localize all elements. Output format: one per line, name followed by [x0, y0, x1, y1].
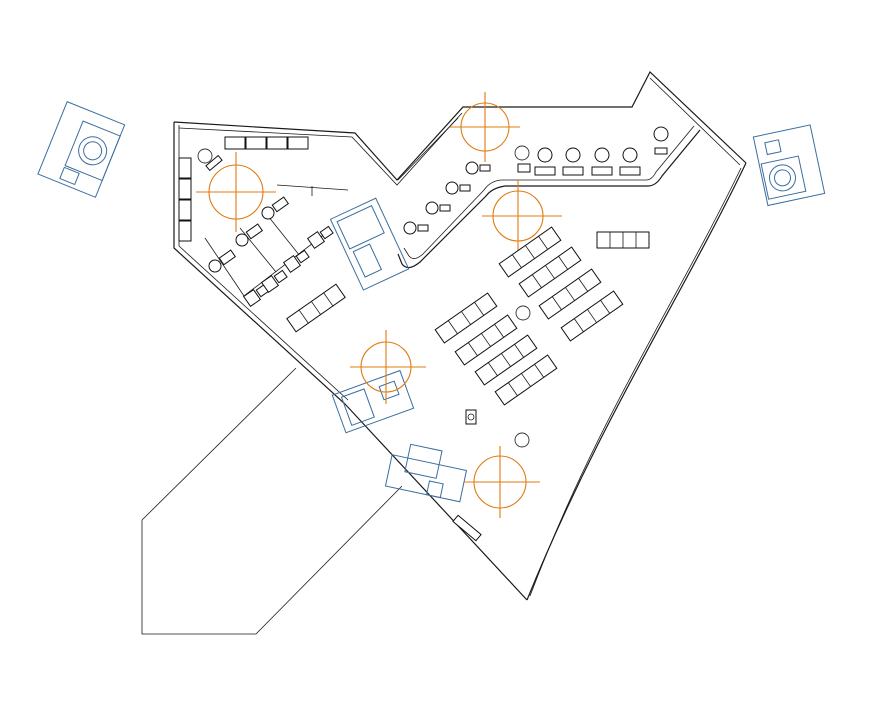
light-fixture-4	[350, 330, 426, 404]
bench	[452, 514, 482, 542]
seating-row	[454, 314, 518, 366]
workstation	[235, 223, 264, 247]
equipment-lower-1	[331, 369, 415, 434]
seating-rows	[286, 226, 650, 406]
workstation	[445, 181, 471, 195]
equipment-lower-2	[384, 443, 468, 503]
storage-units-left	[178, 157, 192, 242]
desk	[205, 154, 223, 172]
column	[514, 432, 530, 448]
seating-row	[286, 283, 346, 333]
workstations	[205, 126, 669, 308]
workstation	[242, 283, 270, 308]
seating-row	[474, 334, 538, 386]
light-fixture-2	[450, 92, 520, 162]
equipment-center	[329, 197, 410, 291]
equipment-right	[752, 124, 826, 207]
seating-row	[538, 268, 602, 320]
site-outline	[141, 367, 403, 635]
storage-units-top	[224, 136, 309, 150]
workstation	[591, 147, 613, 176]
floor-outlet	[465, 409, 477, 425]
workstation	[261, 196, 290, 220]
light-fixture-3	[482, 180, 562, 252]
workstation	[282, 249, 310, 274]
seating-row	[494, 354, 558, 406]
seating-row	[434, 292, 498, 344]
columns	[197, 145, 531, 448]
misc-fixtures	[452, 163, 531, 542]
light-fixtures	[196, 92, 562, 518]
seating-row	[560, 290, 624, 342]
workstation	[534, 147, 556, 176]
workstation	[403, 221, 429, 235]
column	[514, 145, 530, 161]
seating-row	[518, 246, 582, 298]
workstation	[260, 269, 288, 294]
workstation	[306, 225, 334, 250]
workstation	[208, 249, 237, 273]
workstation	[619, 147, 641, 176]
workstation	[562, 147, 584, 176]
light-fixture-5	[464, 446, 540, 518]
seating-row	[498, 226, 562, 278]
seating-row	[596, 231, 650, 249]
light-fixture-1	[196, 152, 276, 232]
workstation	[465, 161, 491, 175]
column	[515, 305, 531, 321]
column	[197, 148, 213, 164]
workstation	[653, 126, 669, 155]
reception-counter	[397, 117, 701, 269]
equipment-blocks	[37, 101, 826, 503]
workstation	[425, 201, 451, 215]
counter-block	[517, 163, 531, 173]
equipment-left	[37, 101, 126, 198]
